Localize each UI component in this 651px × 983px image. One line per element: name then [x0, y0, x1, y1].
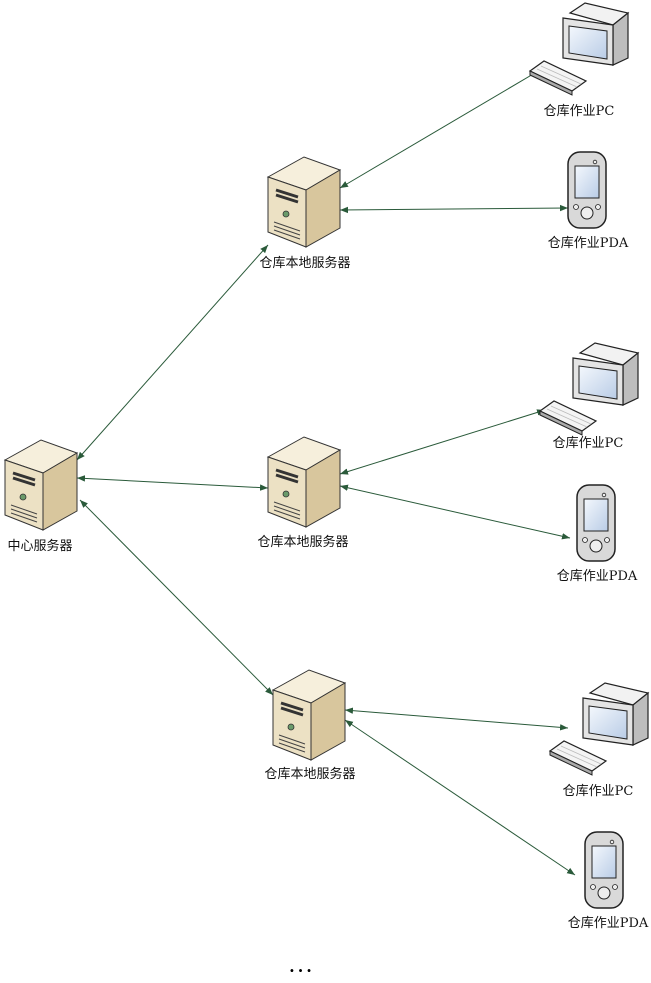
connection-s2-pda2 [339, 484, 571, 540]
connection-s3-pda3 [344, 719, 576, 876]
connection-center-s1 [76, 244, 269, 461]
node-pda3: 仓库作业PDA [568, 831, 649, 931]
node-label: 仓库本地服务器 [259, 255, 350, 271]
node-label: 仓库作业PDA [568, 915, 649, 931]
node-center: 中心服务器 [3, 439, 79, 554]
connection-s1-pda1 [339, 204, 569, 214]
node-label: 仓库本地服务器 [257, 534, 348, 550]
connection-center-s3 [79, 499, 274, 696]
node-s1: 仓库本地服务器 [259, 156, 351, 271]
pda-icon [584, 831, 624, 909]
connection-s3-pc3 [344, 707, 569, 731]
node-label: 中心服务器 [7, 538, 72, 554]
node-label: 仓库作业PDA [548, 235, 629, 251]
node-pda1: 仓库作业PDA [548, 151, 629, 251]
server-icon [271, 669, 347, 761]
connection-s2-pc2 [339, 409, 546, 475]
connections [76, 69, 576, 876]
connection-s1-pc1 [339, 69, 541, 189]
node-pda2: 仓库作业PDA [557, 484, 638, 584]
node-pc2: 仓库作业PC [538, 342, 640, 451]
ellipsis: ··· [289, 961, 315, 980]
node-s2: 仓库本地服务器 [257, 436, 349, 550]
server-icon [266, 436, 342, 528]
pc-icon [538, 342, 640, 436]
node-label: 仓库作业PC [563, 783, 634, 799]
server-icon [266, 156, 342, 248]
node-label: 仓库作业PC [553, 435, 624, 451]
server-icon [3, 439, 79, 531]
node-pc3: 仓库作业PC [548, 682, 650, 799]
node-pc1: 仓库作业PC [528, 2, 630, 119]
pc-icon [548, 682, 650, 776]
devices: 中心服务器仓库本地服务器仓库本地服务器仓库本地服务器仓库作业PC仓库作业PDA仓… [3, 2, 650, 931]
connection-center-s2 [76, 475, 269, 491]
node-s3: 仓库本地服务器 [264, 669, 356, 782]
node-label: 仓库本地服务器 [264, 766, 355, 782]
node-label: 仓库作业PC [544, 103, 615, 119]
node-label: 仓库作业PDA [557, 568, 638, 584]
pc-icon [528, 2, 630, 96]
pda-icon [576, 484, 616, 562]
pda-icon [567, 151, 607, 229]
